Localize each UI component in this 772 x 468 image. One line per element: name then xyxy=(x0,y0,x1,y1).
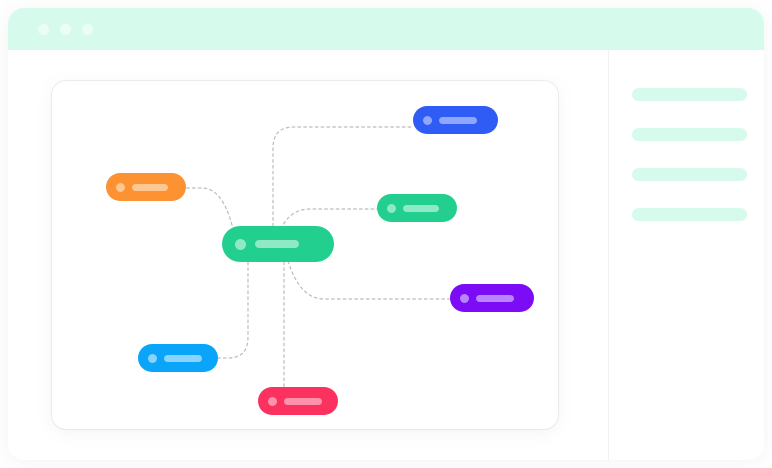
placeholder-list xyxy=(624,50,764,460)
placeholder-bar-3[interactable] xyxy=(632,168,747,181)
close-icon[interactable] xyxy=(38,24,49,35)
node-status-dot-icon xyxy=(268,396,277,406)
mindmap-edge xyxy=(217,261,249,359)
node-label-placeholder xyxy=(164,354,202,362)
placeholder-bar-4[interactable] xyxy=(632,208,747,221)
window-title-bar xyxy=(8,8,764,50)
mindmap-node-root-green[interactable] xyxy=(222,226,334,262)
mindmap-edge xyxy=(185,187,233,226)
node-label-placeholder xyxy=(255,240,299,248)
mindmap-node-orange-left[interactable] xyxy=(106,173,186,201)
mindmap-node-purple-right[interactable] xyxy=(450,284,534,312)
mindmap-edge xyxy=(287,260,451,300)
mindmap-canvas[interactable] xyxy=(52,81,558,429)
placeholder-bar-1[interactable] xyxy=(632,88,747,101)
mindmap-node-lightblue-left[interactable] xyxy=(138,344,218,372)
node-label-placeholder xyxy=(403,204,439,212)
node-label-placeholder xyxy=(132,183,168,191)
node-status-dot-icon xyxy=(387,203,396,213)
node-label-placeholder xyxy=(284,397,322,405)
mindmap-node-blue-top[interactable] xyxy=(413,106,498,134)
node-label-placeholder xyxy=(439,116,477,124)
node-status-dot-icon xyxy=(116,182,125,192)
window-body xyxy=(8,50,764,460)
node-label-placeholder xyxy=(476,294,514,302)
maximize-icon[interactable] xyxy=(82,24,93,35)
node-status-dot-icon xyxy=(423,115,432,125)
panel-divider xyxy=(608,50,609,460)
mindmap-node-pink-bottom[interactable] xyxy=(258,387,338,415)
browser-window xyxy=(8,8,764,460)
node-status-dot-icon xyxy=(235,238,246,250)
mindmap-node-green-right[interactable] xyxy=(377,194,457,222)
placeholder-bar-2[interactable] xyxy=(632,128,747,141)
node-status-dot-icon xyxy=(148,353,157,363)
node-status-dot-icon xyxy=(460,293,469,303)
minimize-icon[interactable] xyxy=(60,24,71,35)
